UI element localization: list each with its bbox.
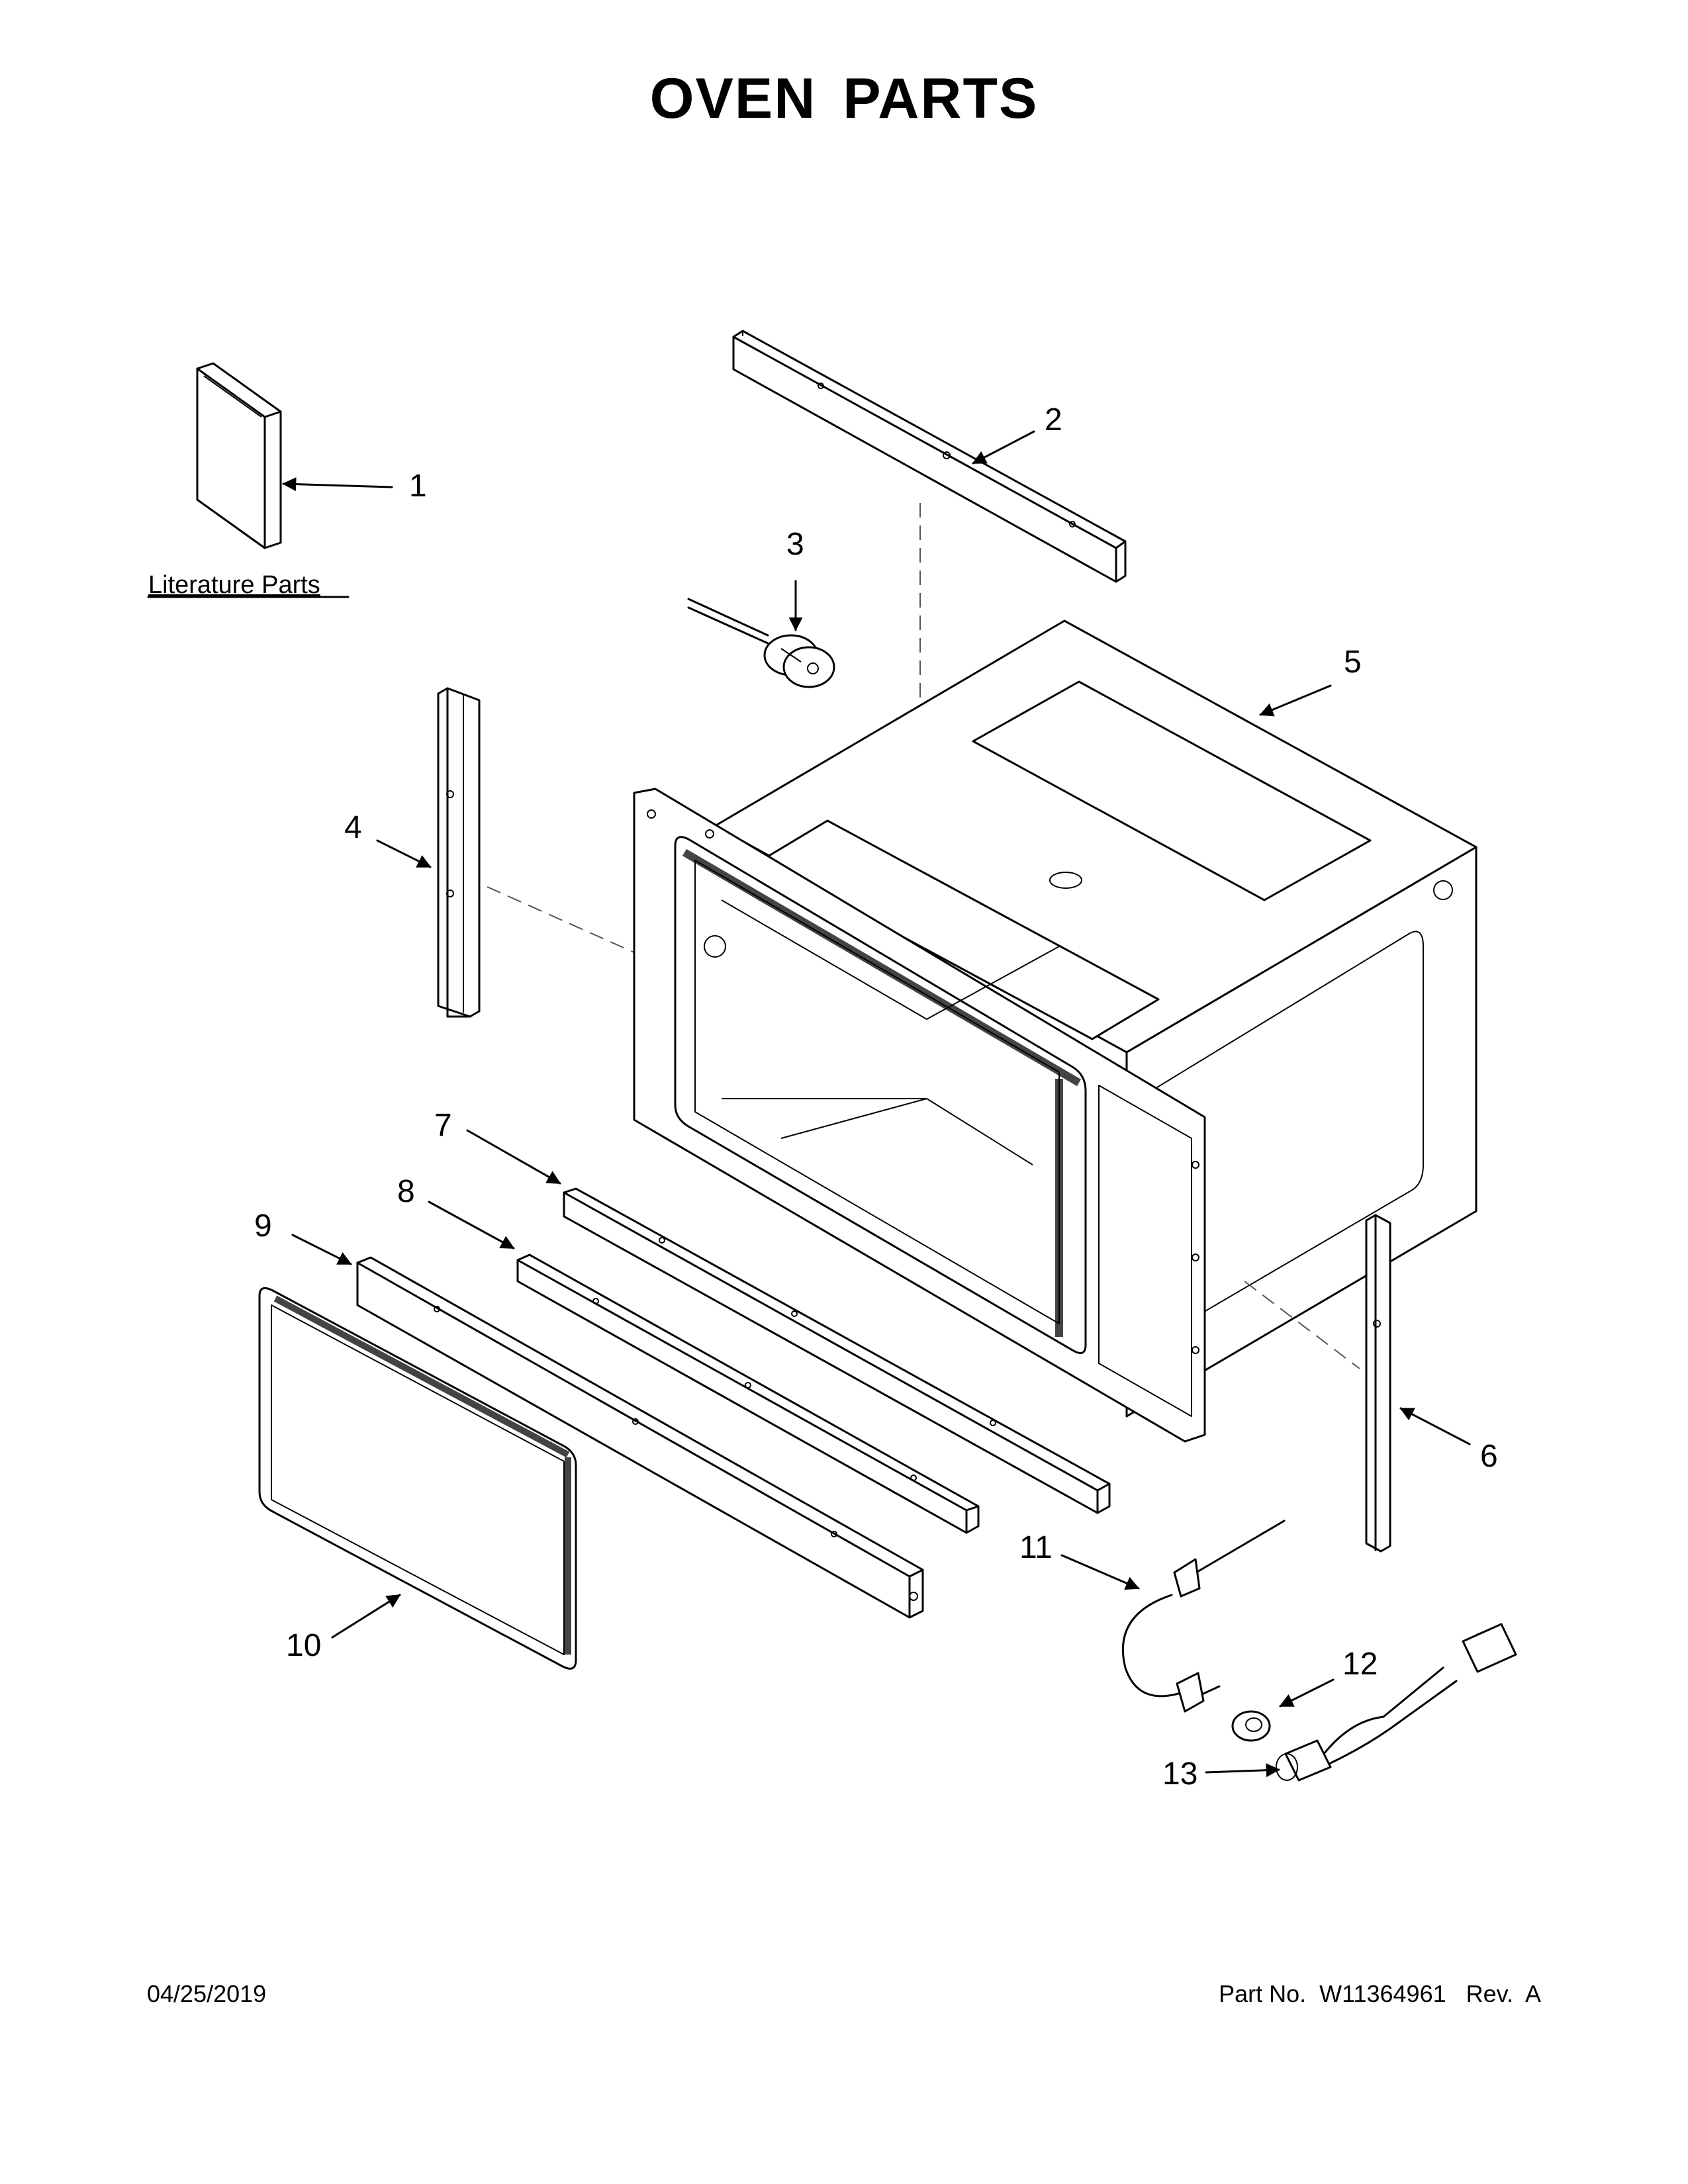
top-trim-bar-part[interactable]	[732, 330, 1127, 583]
callout-1-leader	[282, 477, 393, 492]
callout-3: 3	[786, 527, 804, 562]
callout-10-leader	[331, 1594, 401, 1639]
callout-10: 10	[286, 1628, 321, 1663]
callout-8-leader	[428, 1201, 515, 1250]
meat-probe-part[interactable]	[1121, 1520, 1286, 1713]
alignment-line-6	[1244, 1281, 1360, 1369]
callout-12: 12	[1342, 1647, 1378, 1682]
literature-booklet-part[interactable]	[196, 362, 282, 549]
nut-part[interactable]	[1231, 1710, 1271, 1742]
oven-cavity-part[interactable]	[633, 619, 1477, 1443]
callout-1: 1	[409, 469, 427, 504]
page-title: OVEN PARTS	[649, 67, 1039, 130]
callout-8: 8	[397, 1174, 415, 1209]
bottom-rail-part[interactable]	[356, 1256, 924, 1619]
callout-5-leader	[1259, 684, 1332, 717]
callout-7: 7	[434, 1108, 452, 1143]
footer-part-number: Part No. W11364961 Rev. A	[1219, 1980, 1541, 2007]
right-side-trim-part[interactable]	[1365, 1214, 1391, 1553]
callout-2-leader	[972, 430, 1035, 465]
callout-12-leader	[1279, 1678, 1335, 1707]
bottom-trim-8-part[interactable]	[516, 1253, 980, 1534]
alignment-line-4	[487, 886, 636, 954]
callout-6-leader	[1399, 1407, 1471, 1445]
literature-parts-label[interactable]: Literature Parts	[148, 571, 320, 599]
callout-11: 11	[1019, 1530, 1053, 1565]
callout-13: 13	[1162, 1756, 1197, 1792]
callout-9: 9	[254, 1208, 272, 1244]
left-side-trim-part[interactable]	[437, 687, 481, 1018]
callout-6: 6	[1480, 1439, 1498, 1474]
callout-11-leader	[1060, 1554, 1140, 1590]
callout-13-leader	[1205, 1763, 1280, 1778]
callout-4: 4	[344, 810, 362, 845]
callout-7-leader	[466, 1129, 561, 1185]
probe-jack-part[interactable]	[1276, 1623, 1517, 1782]
bottom-trim-7-part[interactable]	[563, 1187, 1111, 1514]
sensor-part[interactable]	[687, 598, 835, 688]
footer-date: 04/25/2019	[147, 1980, 267, 2007]
callout-9-leader	[291, 1234, 352, 1265]
door-frame-part[interactable]	[258, 1287, 577, 1670]
callout-4-leader	[376, 839, 432, 868]
callout-2: 2	[1045, 402, 1062, 437]
callout-5: 5	[1344, 645, 1362, 680]
